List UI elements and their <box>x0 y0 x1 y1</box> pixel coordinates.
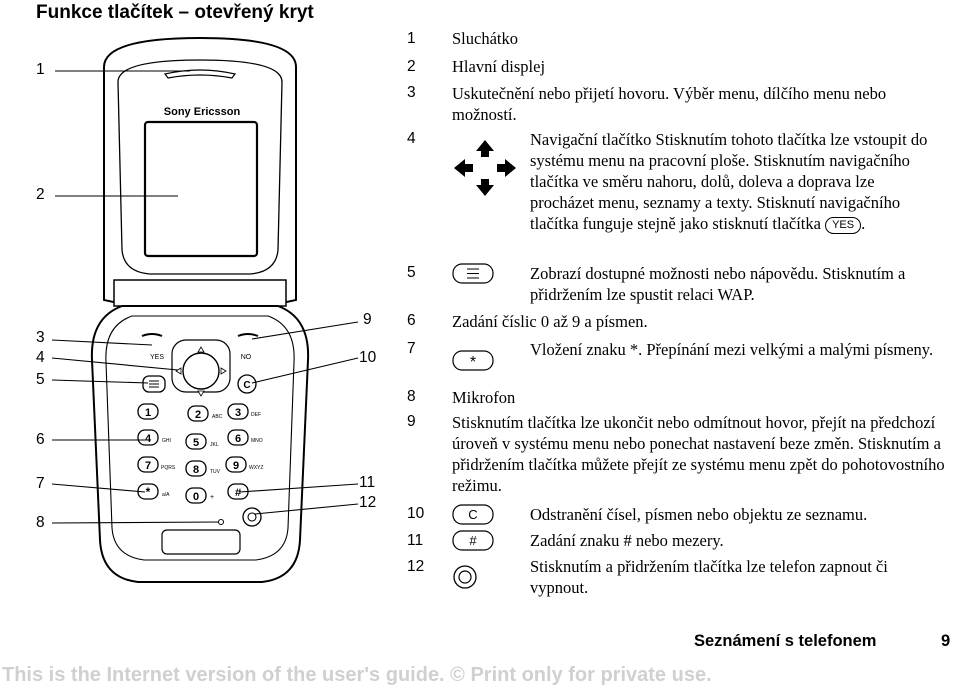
callout-6: 6 <box>36 431 45 448</box>
svg-text:2: 2 <box>195 409 201 421</box>
svg-text:#: # <box>469 533 477 548</box>
item-5-text: Zobrazí dostupné možnosti nebo nápovědu.… <box>530 264 906 304</box>
svg-text:MNO: MNO <box>251 438 263 444</box>
item-4-end: . <box>861 214 866 233</box>
svg-text:PQRS: PQRS <box>161 465 176 471</box>
item-4-text: Navigační tlačítko Stisknutím tohoto tla… <box>530 129 935 234</box>
svg-text:0: 0 <box>193 491 199 503</box>
svg-text:8: 8 <box>193 464 199 476</box>
item-4-number: 4 <box>407 130 416 147</box>
svg-text:7: 7 <box>145 460 151 472</box>
svg-text:a/A: a/A <box>162 492 170 498</box>
item-8-number: 8 <box>407 388 416 405</box>
item-4-body: Navigační tlačítko Stisknutím tohoto tla… <box>530 130 928 233</box>
item-11-text: Zadání znaku # nebo mezery. <box>530 531 724 550</box>
item-10-number: 10 <box>407 505 425 522</box>
item-10-text: Odstranění čísel, písmen nebo objektu ze… <box>530 505 868 524</box>
item-5-number: 5 <box>407 264 416 281</box>
item-9-text: Stisknutím tlačítka lze ukončit nebo odm… <box>452 413 945 495</box>
watermark-notice: This is the Internet version of the user… <box>2 664 712 686</box>
svg-text:4: 4 <box>145 433 152 445</box>
callout-5: 5 <box>36 371 45 388</box>
svg-text:6: 6 <box>235 433 241 445</box>
page-title: Funkce tlačítek – otevřený kryt <box>36 2 314 23</box>
callout-12: 12 <box>359 494 377 511</box>
svg-text:*: * <box>470 354 476 371</box>
item-2-number: 2 <box>407 58 416 75</box>
svg-text:5: 5 <box>193 437 199 449</box>
svg-text:9: 9 <box>233 460 239 472</box>
clear-key-icon: C <box>452 504 494 525</box>
svg-text:1: 1 <box>145 407 151 419</box>
item-12-text: Stisknutím a přidržením tlačítka lze tel… <box>530 557 888 597</box>
item-2-text: Hlavní displej <box>452 57 546 76</box>
callout-7: 7 <box>36 475 45 492</box>
callout-4: 4 <box>36 349 45 366</box>
svg-text:+: + <box>210 494 214 501</box>
callout-11: 11 <box>359 474 376 491</box>
yes-key-label: YES <box>150 354 164 361</box>
hash-key-icon: # <box>452 530 494 551</box>
callout-2: 2 <box>36 186 45 203</box>
item-7-text: Vložení znaku *. Přepínání mezi velkými … <box>530 340 934 359</box>
options-key-icon <box>452 263 494 284</box>
brand-logo: Sony Ericsson <box>164 106 241 118</box>
item-9-number: 9 <box>407 413 416 430</box>
callout-8: 8 <box>36 514 45 531</box>
svg-text:*: * <box>146 485 151 499</box>
svg-text:GHI: GHI <box>162 438 171 444</box>
item-7-number: 7 <box>407 340 416 357</box>
svg-text:DEF: DEF <box>251 412 261 418</box>
page-number: 9 <box>941 632 951 650</box>
no-key-label: NO <box>241 354 252 361</box>
footer-section-title: Seznámení s telefonem <box>694 632 877 650</box>
item-3-text: Uskutečnění nebo přijetí hovoru. Výběr m… <box>452 84 887 124</box>
item-12-number: 12 <box>407 558 425 575</box>
svg-text:C: C <box>243 380 250 391</box>
callout-9: 9 <box>363 311 372 328</box>
star-key-icon: * <box>452 350 494 371</box>
yes-key-icon: YES <box>825 217 862 234</box>
power-key-icon <box>453 565 477 589</box>
svg-text:ABC: ABC <box>212 414 223 420</box>
svg-text:JKL: JKL <box>210 442 219 448</box>
callout-1: 1 <box>36 61 45 78</box>
item-6-number: 6 <box>407 312 416 329</box>
svg-text:C: C <box>468 507 477 522</box>
svg-text:WXYZ: WXYZ <box>249 465 263 471</box>
item-3-number: 3 <box>407 84 416 101</box>
navigation-key-icon <box>454 140 516 196</box>
item-11-number: 11 <box>407 532 424 549</box>
item-6-text: Zadání číslic 0 až 9 a písmen. <box>452 312 648 331</box>
svg-text:3: 3 <box>235 407 241 419</box>
item-1-number: 1 <box>407 30 416 47</box>
svg-text:TUV: TUV <box>210 469 221 475</box>
item-1-text: Sluchátko <box>452 29 518 48</box>
callout-3: 3 <box>36 329 45 346</box>
item-8-text: Mikrofon <box>452 388 516 407</box>
callout-10: 10 <box>359 349 377 366</box>
svg-text:#: # <box>235 487 241 499</box>
